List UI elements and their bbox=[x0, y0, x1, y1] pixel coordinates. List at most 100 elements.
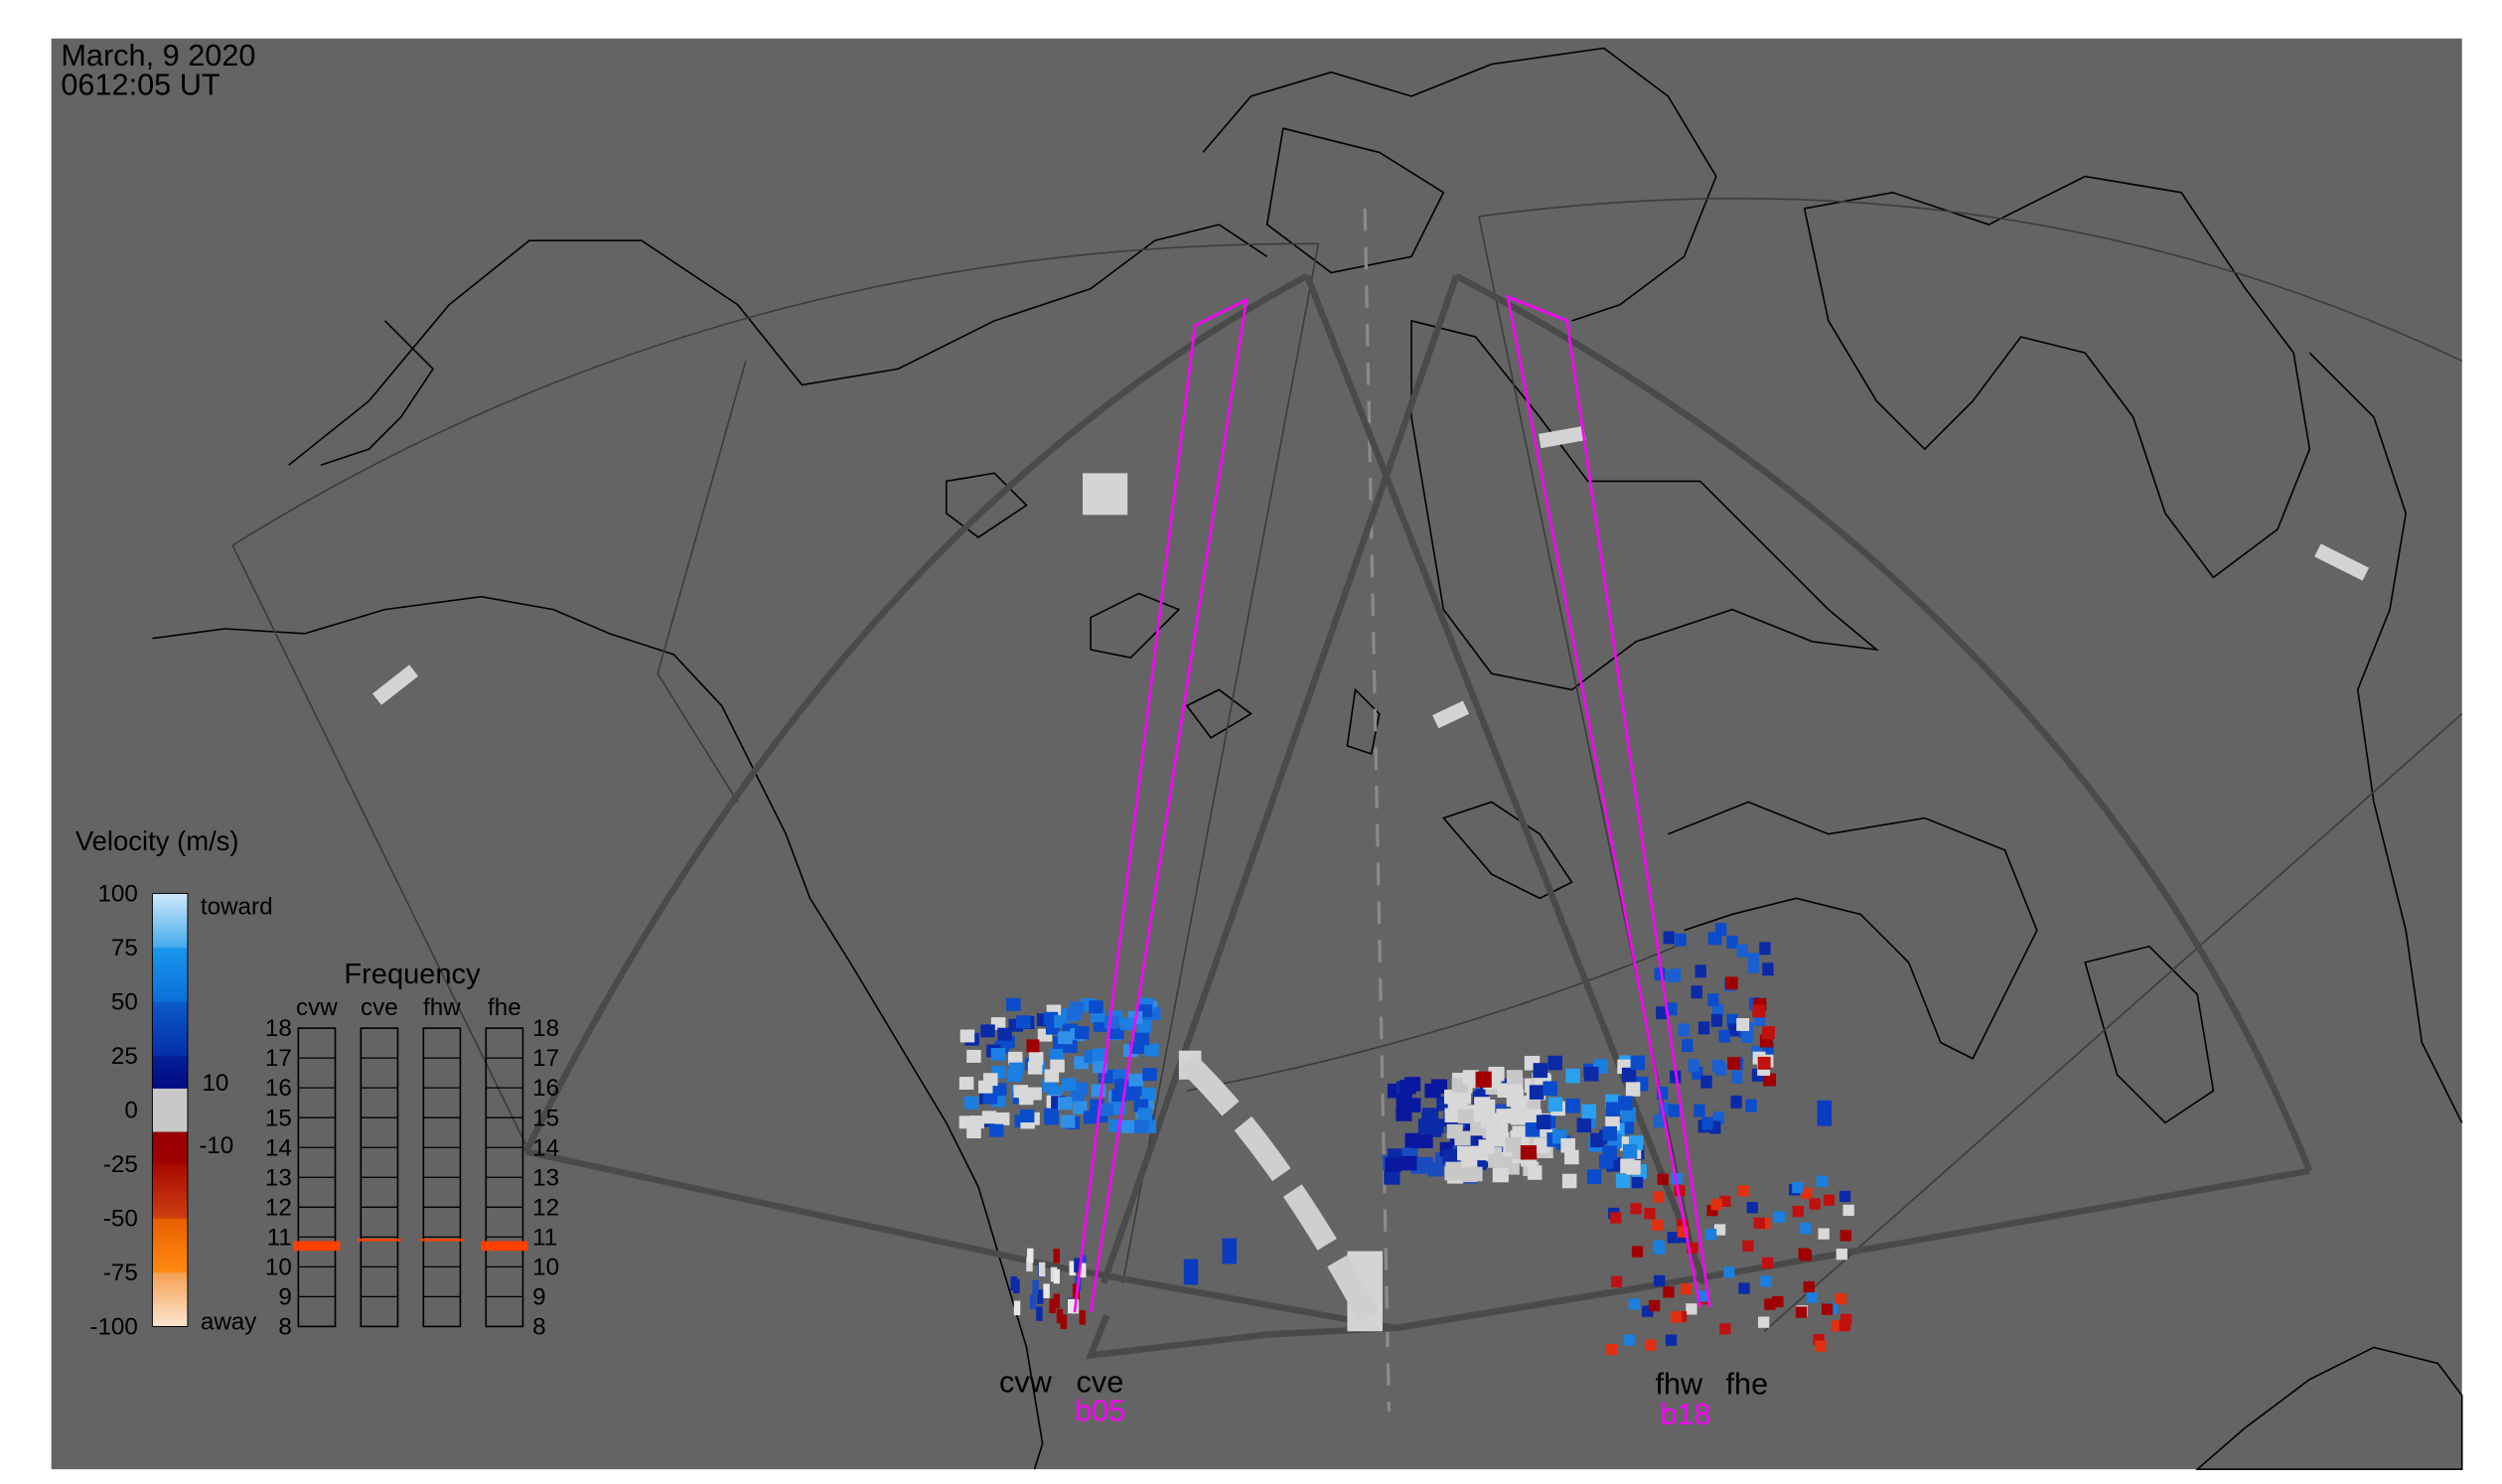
beam-b05 bbox=[1073, 297, 1249, 1313]
velocity-cell bbox=[1565, 1098, 1580, 1113]
velocity-cell bbox=[1006, 1069, 1022, 1083]
velocity-cell bbox=[1631, 1246, 1644, 1258]
velocity-cell bbox=[1511, 1096, 1528, 1112]
velocity-cell bbox=[1050, 1059, 1065, 1073]
radar-velocity-cells bbox=[371, 425, 2370, 1356]
velocity-cell bbox=[1648, 1299, 1661, 1312]
velocity-cell bbox=[1715, 923, 1727, 937]
velocity-cell bbox=[1053, 1249, 1060, 1263]
velocity-cell bbox=[1726, 1013, 1738, 1027]
velocity-cell bbox=[1762, 1041, 1774, 1055]
velocity-cell bbox=[1842, 1204, 1854, 1217]
velocity-cell bbox=[1738, 1282, 1750, 1294]
frequency-tick-right: 14 bbox=[532, 1134, 559, 1161]
velocity-cell bbox=[1032, 1279, 1039, 1295]
velocity-cell bbox=[1630, 1055, 1646, 1071]
velocity-cell bbox=[1543, 1081, 1557, 1096]
velocity-cell bbox=[1080, 1255, 1087, 1270]
radar-label-cve: cve bbox=[1077, 1365, 1124, 1400]
velocity-cell bbox=[1404, 1098, 1421, 1113]
velocity-cell bbox=[1018, 1092, 1034, 1106]
velocity-cell bbox=[1049, 1048, 1065, 1062]
velocity-cell bbox=[1444, 1165, 1461, 1181]
velocity-cell bbox=[1759, 1218, 1771, 1230]
velocity-cell bbox=[1027, 1061, 1043, 1075]
velocity-cell bbox=[1731, 1070, 1743, 1084]
velocity-cell bbox=[1831, 1320, 1843, 1332]
velocity-cell bbox=[1821, 1303, 1834, 1315]
time-label: 0612:05 UT bbox=[61, 67, 221, 101]
velocity-cell bbox=[1754, 1012, 1766, 1026]
frequency-tick-left: 13 bbox=[265, 1164, 292, 1191]
velocity-cell bbox=[1618, 1096, 1633, 1111]
velocity-cell bbox=[1610, 1275, 1623, 1288]
velocity-cell bbox=[1058, 1031, 1073, 1045]
velocity-cell bbox=[1053, 1293, 1060, 1309]
velocity-cell bbox=[1144, 1043, 1159, 1057]
velocity-cell bbox=[1654, 967, 1666, 981]
velocity-cell bbox=[1137, 1108, 1153, 1121]
velocity-cell bbox=[1529, 1085, 1545, 1100]
velocity-cell bbox=[1112, 1069, 1127, 1083]
velocity-cell bbox=[1736, 1018, 1750, 1031]
velocity-cell bbox=[1586, 1169, 1602, 1184]
velocity-tick-label: -100 bbox=[89, 1314, 137, 1341]
velocity-cell bbox=[966, 1049, 981, 1063]
velocity-cell bbox=[1043, 1283, 1050, 1298]
velocity-cell bbox=[1019, 1110, 1035, 1122]
velocity-cell bbox=[1677, 1219, 1689, 1231]
radar-label-cvw: cvw bbox=[999, 1365, 1053, 1400]
velocity-cell bbox=[1666, 969, 1678, 983]
velocity-cell bbox=[1687, 1242, 1698, 1254]
velocity-cell bbox=[1792, 1181, 1804, 1194]
velocity-cell bbox=[1129, 1041, 1144, 1054]
velocity-cell bbox=[1621, 1107, 1637, 1122]
velocity-cell bbox=[1688, 1059, 1699, 1073]
velocity-cell bbox=[1525, 1122, 1541, 1137]
velocity-cell bbox=[982, 1091, 998, 1105]
velocity-cell bbox=[1068, 1298, 1075, 1314]
velocity-cell bbox=[1074, 1258, 1081, 1273]
velocity-cell bbox=[1028, 1052, 1044, 1065]
velocity-cell bbox=[1125, 1088, 1140, 1102]
velocity-cell bbox=[1622, 1143, 1638, 1159]
velocity-cell bbox=[1795, 1306, 1808, 1318]
velocity-cell bbox=[1547, 1055, 1562, 1071]
velocity-cell bbox=[1792, 1205, 1804, 1218]
velocity-cell bbox=[1674, 1184, 1686, 1197]
velocity-cell bbox=[1493, 1131, 1510, 1147]
velocity-cell bbox=[1815, 1340, 1827, 1352]
velocity-cell bbox=[1496, 1156, 1513, 1171]
velocity-cell bbox=[1718, 1029, 1730, 1043]
velocity-cell bbox=[1818, 1228, 1830, 1240]
frequency-tick-left: 9 bbox=[278, 1283, 291, 1310]
velocity-cell bbox=[1757, 1316, 1770, 1328]
velocity-cell bbox=[1659, 1102, 1671, 1115]
velocity-cell bbox=[1742, 1240, 1754, 1252]
velocity-cell bbox=[1801, 1187, 1813, 1200]
velocity-cell bbox=[1840, 1313, 1852, 1326]
fov-thin-outlines bbox=[231, 198, 2463, 1332]
frequency-tick-right: 18 bbox=[532, 1015, 559, 1042]
velocity-cell bbox=[1053, 1268, 1060, 1284]
velocity-cell bbox=[1701, 1116, 1713, 1130]
velocity-cell bbox=[1446, 1123, 1463, 1139]
beam-b18 bbox=[1506, 294, 1711, 1308]
velocity-tick-label: -75 bbox=[103, 1260, 138, 1286]
velocity-cell bbox=[1478, 1139, 1495, 1154]
velocity-cell bbox=[981, 1111, 997, 1124]
velocity-cell bbox=[977, 1080, 993, 1094]
velocity-cell bbox=[1013, 1300, 1021, 1316]
velocity-cell bbox=[1823, 1194, 1836, 1206]
frequency-tick-right: 12 bbox=[532, 1194, 559, 1221]
velocity-cell bbox=[1510, 1111, 1527, 1125]
velocity-cell bbox=[1142, 1068, 1157, 1082]
velocity-cell bbox=[1400, 1155, 1417, 1171]
velocity-cell bbox=[1079, 1310, 1087, 1325]
velocity-cell bbox=[1772, 1295, 1784, 1308]
velocity-cell bbox=[1697, 1021, 1710, 1035]
velocity-cell bbox=[1496, 1109, 1513, 1123]
velocity-cell bbox=[1809, 1198, 1821, 1210]
velocity-cell bbox=[1715, 1062, 1727, 1076]
frequency-column-label: fhw bbox=[423, 994, 461, 1021]
